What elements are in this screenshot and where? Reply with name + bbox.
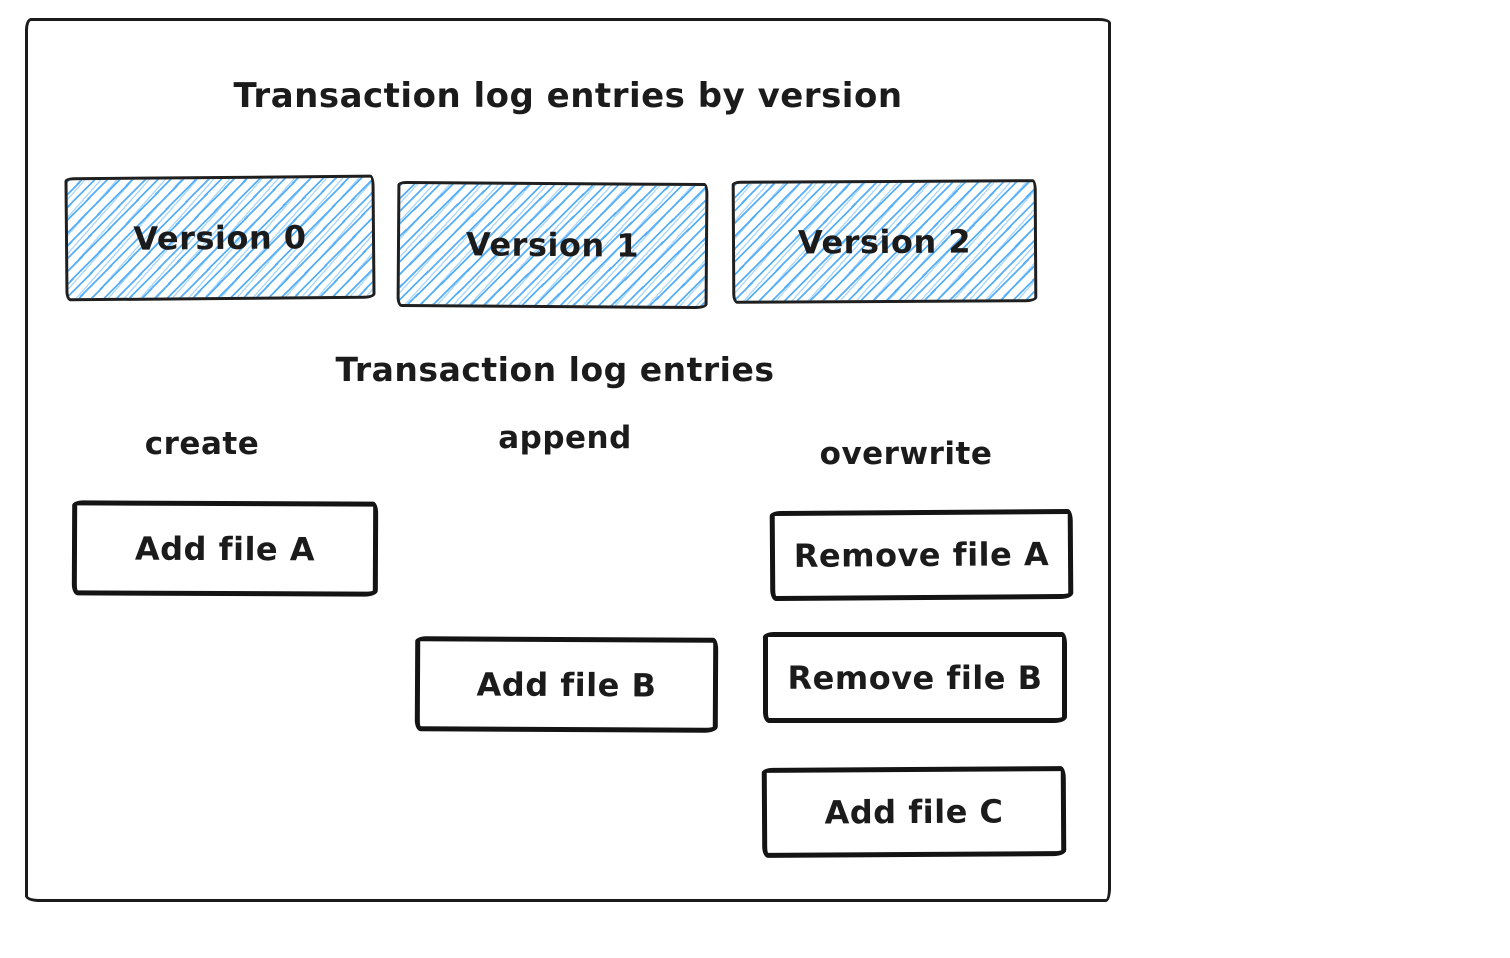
entry-label: Remove file B	[787, 658, 1043, 697]
entry-box-add-file-b: Add file B	[414, 636, 719, 733]
entry-box-remove-file-b: Remove file B	[763, 632, 1067, 723]
version-label: Version 2	[797, 222, 972, 261]
entry-label: Add file C	[824, 792, 1004, 832]
outer-frame	[25, 18, 1111, 902]
version-box-1: Version 1	[396, 180, 709, 310]
column-label-create: create	[144, 426, 260, 462]
entry-label: Add file A	[134, 529, 316, 568]
version-box-2: Version 2	[731, 179, 1038, 304]
version-box-0: Version 0	[64, 174, 376, 302]
version-label: Version 1	[465, 225, 640, 265]
entry-box-remove-file-a: Remove file A	[769, 508, 1074, 602]
column-label-overwrite: overwrite	[819, 436, 993, 472]
entry-box-add-file-c: Add file C	[761, 766, 1067, 858]
entry-label: Add file B	[476, 665, 657, 704]
entry-box-add-file-a: Add file A	[71, 500, 379, 597]
diagram-title: Transaction log entries by version	[233, 76, 903, 116]
entry-label: Remove file A	[793, 535, 1050, 575]
version-label: Version 0	[133, 218, 307, 258]
column-label-append: append	[498, 420, 632, 456]
diagram-subtitle: Transaction log entries	[335, 350, 775, 389]
